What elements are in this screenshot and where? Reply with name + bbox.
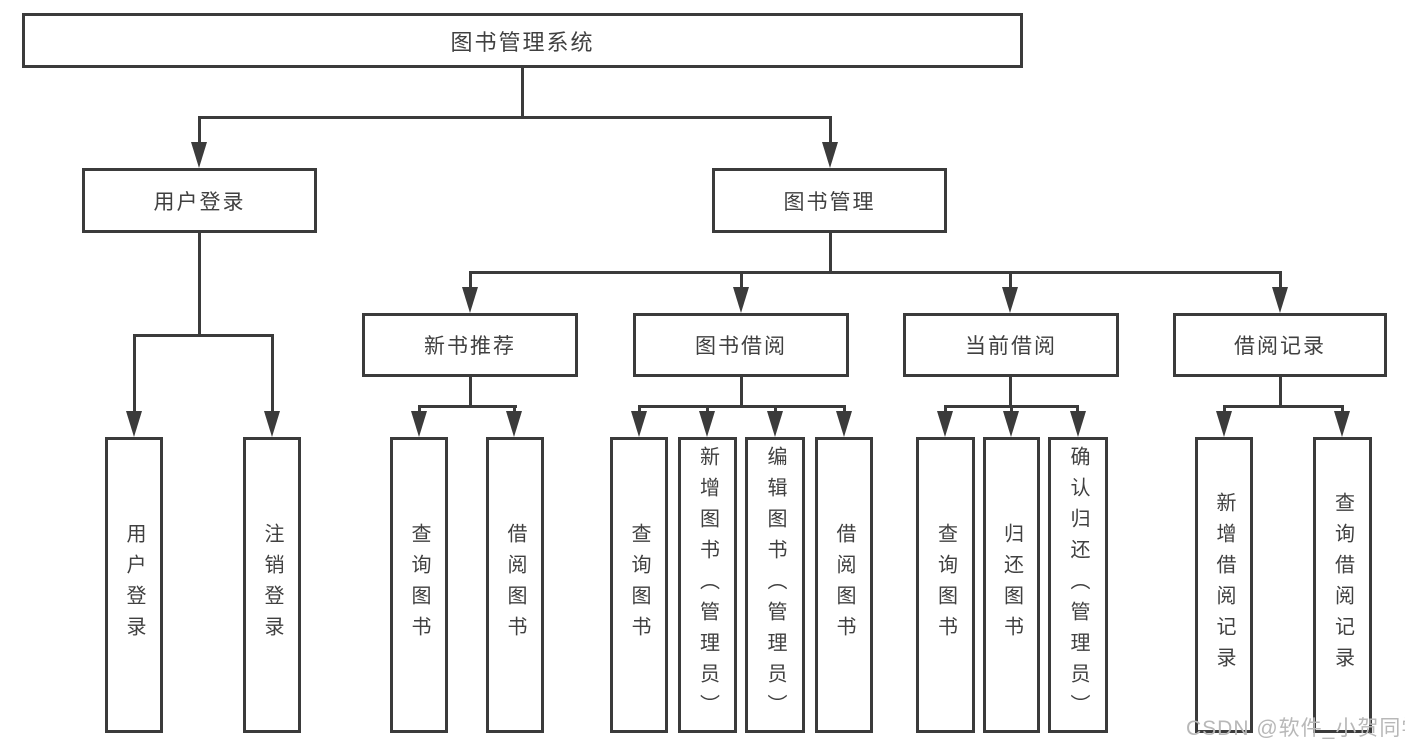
connector-line xyxy=(418,405,517,408)
leaf-query-book: 查询图书 xyxy=(390,437,448,733)
leaf-logout-label: 注销登录 xyxy=(261,523,283,647)
node-book-borrow-label: 图书借阅 xyxy=(695,335,787,358)
leaf-query-book-3-label: 查询图书 xyxy=(934,523,957,647)
connector-line xyxy=(740,271,743,291)
arrow-down-icon xyxy=(1003,411,1019,437)
connector-line xyxy=(469,271,1282,274)
connector-line xyxy=(638,405,846,408)
leaf-query-book-2-label: 查询图书 xyxy=(628,523,650,647)
node-root-label: 图书管理系统 xyxy=(450,29,595,55)
leaf-user-login: 用户登录 xyxy=(105,437,163,733)
connector-line xyxy=(740,377,743,408)
connector-line xyxy=(1279,377,1282,408)
arrow-down-icon xyxy=(699,411,715,437)
arrow-down-icon xyxy=(767,411,783,437)
connector-line xyxy=(638,405,641,415)
leaf-edit-book-admin-label: 编辑图书（管理员） xyxy=(764,445,786,725)
connector-line xyxy=(469,271,472,291)
connector-line xyxy=(1076,405,1079,415)
leaf-confirm-return-admin-label: 确认归还（管理员） xyxy=(1067,445,1089,725)
node-new-book-recommend: 新书推荐 xyxy=(362,313,578,377)
leaf-logout: 注销登录 xyxy=(243,437,301,733)
arrow-down-icon xyxy=(1334,411,1350,437)
connector-line xyxy=(1010,405,1013,415)
connector-line xyxy=(198,233,201,337)
arrow-down-icon xyxy=(1216,411,1232,437)
connector-line xyxy=(271,334,274,414)
connector-line xyxy=(469,377,472,408)
arrow-down-icon xyxy=(1070,411,1086,437)
leaf-edit-book-admin: 编辑图书（管理员） xyxy=(745,437,805,733)
connector-line xyxy=(418,405,421,415)
node-current-borrow-label: 当前借阅 xyxy=(965,335,1057,358)
connector-line xyxy=(843,405,846,415)
arrow-down-icon xyxy=(126,411,142,437)
connector-line xyxy=(1009,377,1012,408)
arrow-down-icon xyxy=(264,411,280,437)
arrow-down-icon xyxy=(836,411,852,437)
arrow-down-icon xyxy=(1002,287,1018,313)
connector-line xyxy=(829,116,832,146)
connector-line xyxy=(133,334,136,414)
watermark: CSDN @软件_小贺同学 xyxy=(1186,717,1405,740)
leaf-query-borrow-record: 查询借阅记录 xyxy=(1313,437,1372,733)
leaf-add-borrow-record-label: 新增借阅记录 xyxy=(1213,492,1235,678)
connector-line xyxy=(1009,271,1012,291)
connector-line xyxy=(521,68,524,119)
node-root: 图书管理系统 xyxy=(22,13,1023,68)
node-user-login-label: 用户登录 xyxy=(153,190,246,214)
connector-line xyxy=(774,405,777,415)
connector-line xyxy=(513,405,516,415)
leaf-borrow-book: 借阅图书 xyxy=(486,437,544,733)
leaf-confirm-return-admin: 确认归还（管理员） xyxy=(1048,437,1108,733)
arrow-down-icon xyxy=(631,411,647,437)
arrow-down-icon xyxy=(411,411,427,437)
leaf-add-book-admin-label: 新增图书（管理员） xyxy=(696,445,719,725)
leaf-borrow-book-2-label: 借阅图书 xyxy=(833,523,855,647)
connector-line xyxy=(944,405,947,415)
leaf-user-login-label: 用户登录 xyxy=(123,523,145,647)
arrow-down-icon xyxy=(733,287,749,313)
node-book-borrow: 图书借阅 xyxy=(633,313,849,377)
leaf-query-book-label: 查询图书 xyxy=(408,523,430,647)
arrow-down-icon xyxy=(462,287,478,313)
connector-line xyxy=(1223,405,1226,415)
arrow-down-icon xyxy=(937,411,953,437)
connector-line xyxy=(1223,405,1344,408)
connector-line xyxy=(829,233,832,274)
leaf-add-book-admin: 新增图书（管理员） xyxy=(678,437,737,733)
node-user-login: 用户登录 xyxy=(82,168,317,233)
node-book-management: 图书管理 xyxy=(712,168,947,233)
node-new-book-recommend-label: 新书推荐 xyxy=(424,335,516,358)
leaf-return-book-label: 归还图书 xyxy=(1000,523,1023,647)
connector-line xyxy=(198,116,201,146)
connector-line xyxy=(198,116,832,119)
leaf-return-book: 归还图书 xyxy=(983,437,1040,733)
leaf-borrow-book-label: 借阅图书 xyxy=(504,523,526,647)
connector-line xyxy=(1279,271,1282,291)
arrow-down-icon xyxy=(191,142,207,168)
node-book-management-label: 图书管理 xyxy=(783,190,876,214)
connector-line xyxy=(1341,405,1344,415)
connector-line xyxy=(706,405,709,415)
connector-line xyxy=(133,334,274,337)
arrow-down-icon xyxy=(506,411,522,437)
arrow-down-icon xyxy=(1272,287,1288,313)
leaf-query-book-2: 查询图书 xyxy=(610,437,668,733)
leaf-borrow-book-2: 借阅图书 xyxy=(815,437,873,733)
node-current-borrow: 当前借阅 xyxy=(903,313,1119,377)
node-borrow-records: 借阅记录 xyxy=(1173,313,1387,377)
leaf-add-borrow-record: 新增借阅记录 xyxy=(1195,437,1253,733)
node-borrow-records-label: 借阅记录 xyxy=(1234,335,1326,358)
arrow-down-icon xyxy=(822,142,838,168)
leaf-query-borrow-record-label: 查询借阅记录 xyxy=(1331,492,1354,678)
leaf-query-book-3: 查询图书 xyxy=(916,437,975,733)
